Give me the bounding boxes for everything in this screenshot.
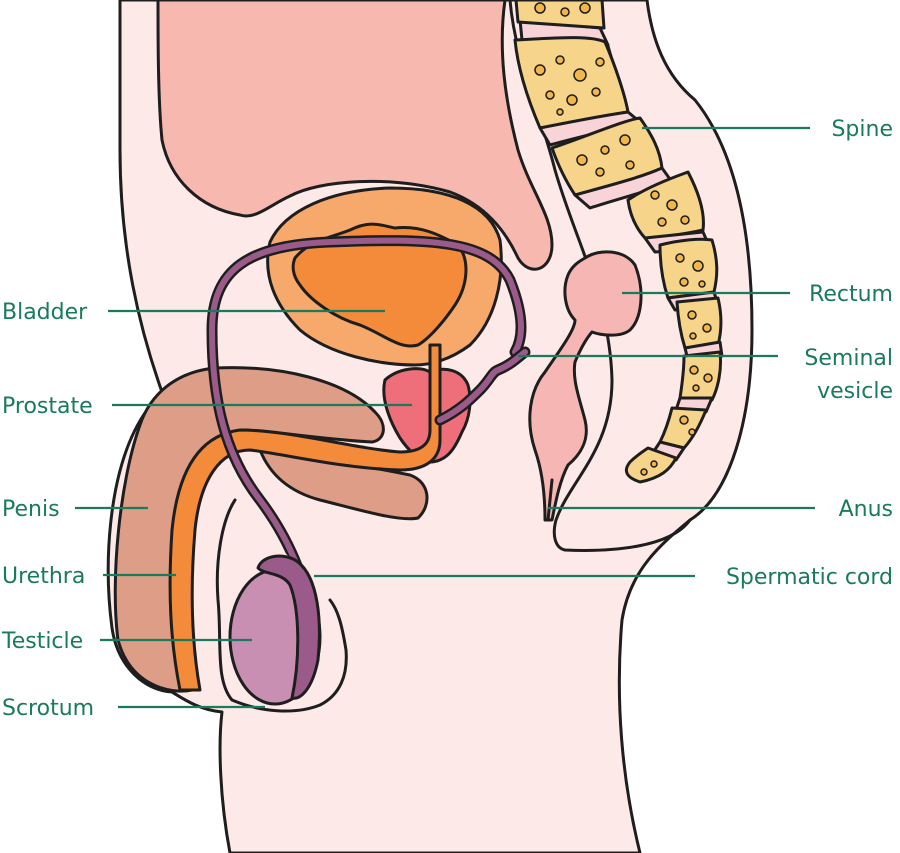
label-bladder: Bladder [2, 300, 88, 325]
label-scrotum: Scrotum [2, 696, 94, 721]
epididymis [256, 554, 321, 700]
spine-bone-texture [534, 2, 713, 476]
label-rectum: Rectum [809, 282, 893, 307]
bladder-lumen [291, 222, 468, 348]
anus-canal [546, 478, 554, 522]
label-seminal-vesicle-line1: Seminal [804, 346, 893, 371]
label-prostate: Prostate [2, 394, 93, 419]
rectum [528, 250, 643, 522]
label-urethra: Urethra [2, 564, 85, 589]
labels: Bladder Prostate Penis Urethra Testicle … [1, 117, 893, 721]
label-spine: Spine [831, 117, 893, 142]
label-testicle: Testicle [1, 629, 83, 654]
label-seminal-vesicle-line2: vesicle [817, 379, 893, 404]
urethra [168, 343, 442, 692]
abdominal-cavity [156, 0, 554, 271]
label-penis: Penis [2, 497, 60, 522]
vas-deferens-fill [209, 237, 524, 643]
seminal-vesicle-fill [437, 349, 528, 423]
leader-lines [75, 126, 815, 709]
label-anus: Anus [839, 497, 893, 522]
label-spermatic-cord: Spermatic cord [726, 565, 893, 590]
